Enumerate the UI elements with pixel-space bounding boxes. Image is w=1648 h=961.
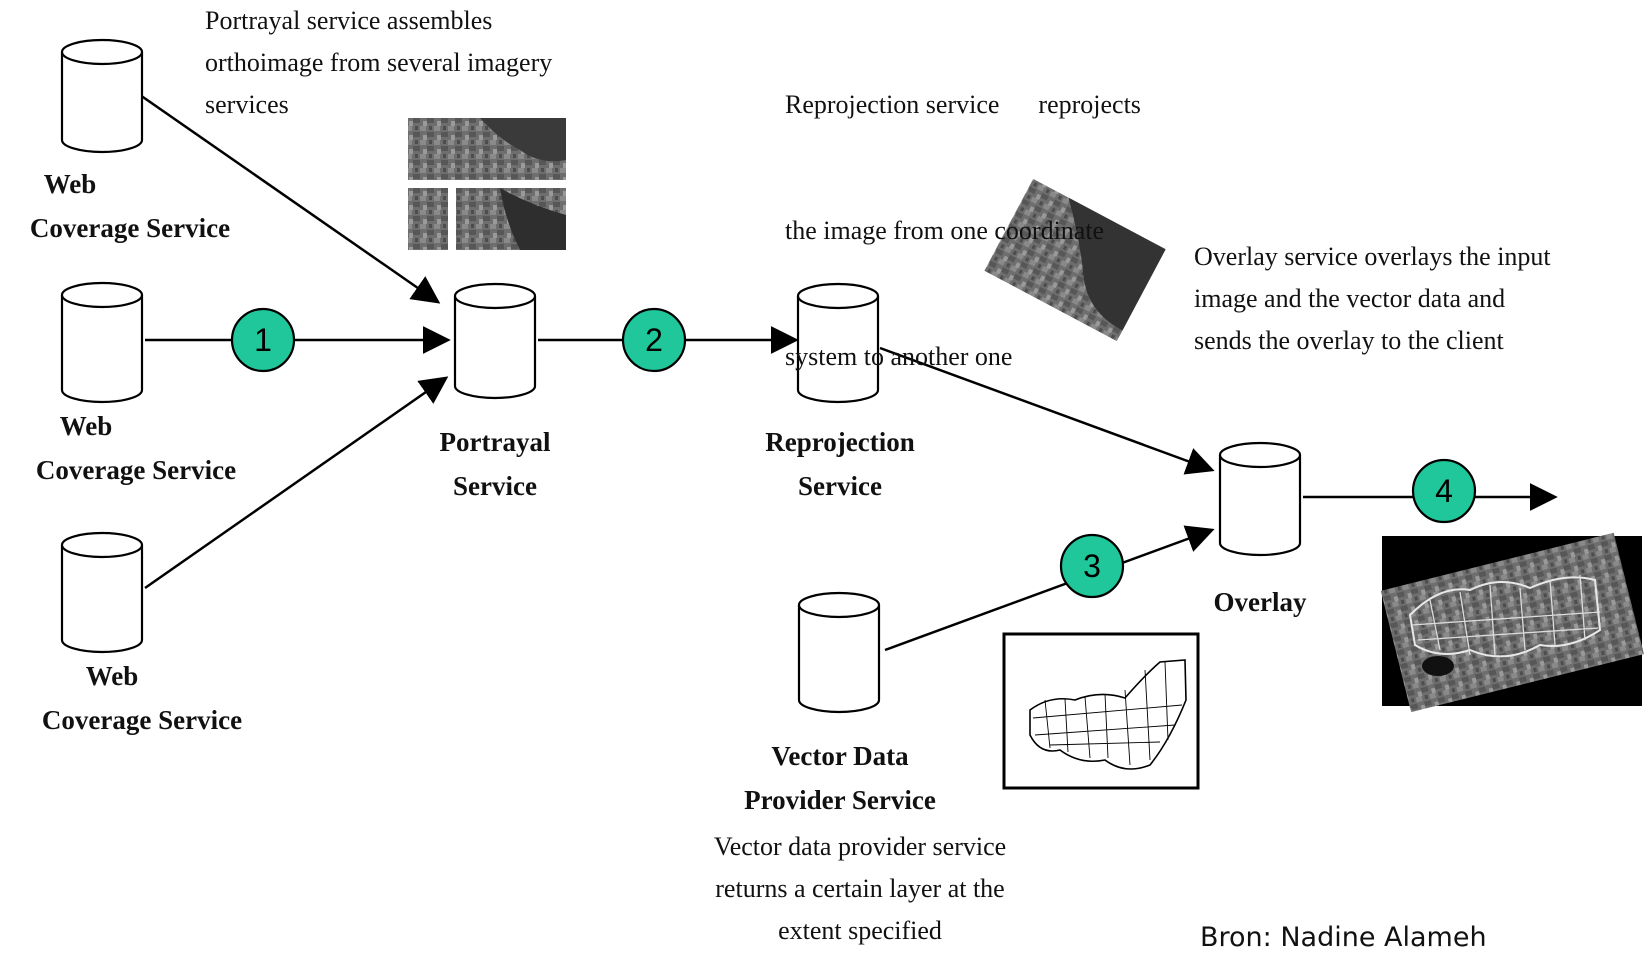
overlay-description-line1: Overlay service overlays the input: [1194, 242, 1551, 271]
reprojection-description-line1: Reprojection service reprojects: [785, 90, 1141, 119]
wcs2-label-line2: Coverage Service: [35, 455, 237, 485]
wcs3-label-line1: Web: [85, 661, 139, 691]
step-3-label: 3: [1083, 548, 1101, 584]
vector-label: Vector Data Provider Service: [700, 734, 980, 822]
portrayal-label: Portrayal Service: [395, 420, 595, 508]
portrayal-label-line2: Service: [453, 471, 537, 501]
portrayal-cylinder-icon: [453, 282, 537, 400]
reprojection-description-line2: the image from one coordinate: [785, 216, 1105, 245]
portrayal-imagery-thumbnails: [408, 118, 566, 250]
reprojection-description-line3: system to another one: [785, 342, 1013, 371]
reprojection-imagery-thumbnail: [984, 178, 1166, 342]
connectors: [139, 93, 1558, 652]
vector-description-line1: Vector data provider service: [713, 832, 1007, 861]
edge-wcs3-portrayal: [144, 376, 449, 590]
wcs3-label-line2: Coverage Service: [41, 705, 243, 735]
wcs1-label-line1: Web: [43, 169, 97, 199]
step-1-label: 1: [254, 322, 272, 358]
reprojection-cylinder-icon: [796, 282, 880, 404]
wcs1-label-line2: Coverage Service: [29, 213, 231, 243]
reprojection-label-line2: Service: [798, 471, 882, 501]
portrayal-label-line1: Portrayal: [439, 427, 551, 457]
wcs2-label: Web Coverage Service: [6, 404, 266, 492]
step-markers: [230, 307, 1477, 599]
step-2-marker: [621, 307, 687, 373]
overlay-description-line3: sends the overlay to the client: [1194, 326, 1504, 355]
wcs3-cylinder-icon: [60, 531, 144, 654]
cylinders: [60, 38, 1302, 714]
vector-description: Vector data provider service returns a c…: [660, 826, 1060, 952]
overlay-label-line1: Overlay: [1213, 587, 1307, 617]
edge-reprojection-overlay: [879, 346, 1215, 475]
overlay-cylinder-icon: [1218, 441, 1302, 557]
reprojection-description: Reprojection service reprojects the imag…: [785, 0, 1141, 420]
reprojection-label-line1: Reprojection: [765, 427, 915, 457]
overlay-result-thumbnail: [1380, 532, 1644, 713]
vector-label-line2: Provider Service: [744, 785, 936, 815]
overlay-label: Overlay: [1160, 580, 1360, 624]
wcs1-label: Web Coverage Service: [0, 162, 260, 250]
step-4-label: 4: [1435, 473, 1453, 509]
portrayal-description-line2: orthoimage from several imagery: [205, 48, 553, 77]
overlay-description: Overlay service overlays the input image…: [1194, 236, 1551, 362]
step-numbers: 1 2 3 4: [254, 322, 1453, 584]
vector-description-line2: returns a certain layer at the: [715, 874, 1005, 903]
step-4-marker: [1411, 458, 1477, 524]
step-2-label: 2: [645, 322, 663, 358]
step-1-marker: [230, 307, 296, 373]
portrayal-description: Portrayal service assembles orthoimage f…: [205, 0, 552, 126]
wcs3-label: Web Coverage Service: [12, 654, 272, 742]
reprojection-label: Reprojection Service: [740, 420, 940, 508]
wcs2-label-line1: Web: [59, 411, 113, 441]
step-3-marker: [1059, 533, 1125, 599]
edge-vector-overlay: [884, 525, 1215, 652]
vector-map-thumbnail: [1002, 632, 1200, 790]
portrayal-description-line1: Portrayal service assembles: [205, 6, 493, 35]
vector-cylinder-icon: [797, 591, 881, 714]
portrayal-description-line3: services: [205, 90, 289, 119]
wcs1-cylinder-icon: [60, 38, 144, 154]
overlay-description-line2: image and the vector data and: [1194, 284, 1506, 313]
source-credit: Bron: Nadine Alameh: [1200, 922, 1487, 953]
vector-label-line1: Vector Data: [771, 741, 909, 771]
edge-wcs1-portrayal: [139, 93, 441, 304]
vector-description-line3: extent specified: [778, 916, 942, 945]
wcs2-cylinder-icon: [60, 281, 144, 404]
